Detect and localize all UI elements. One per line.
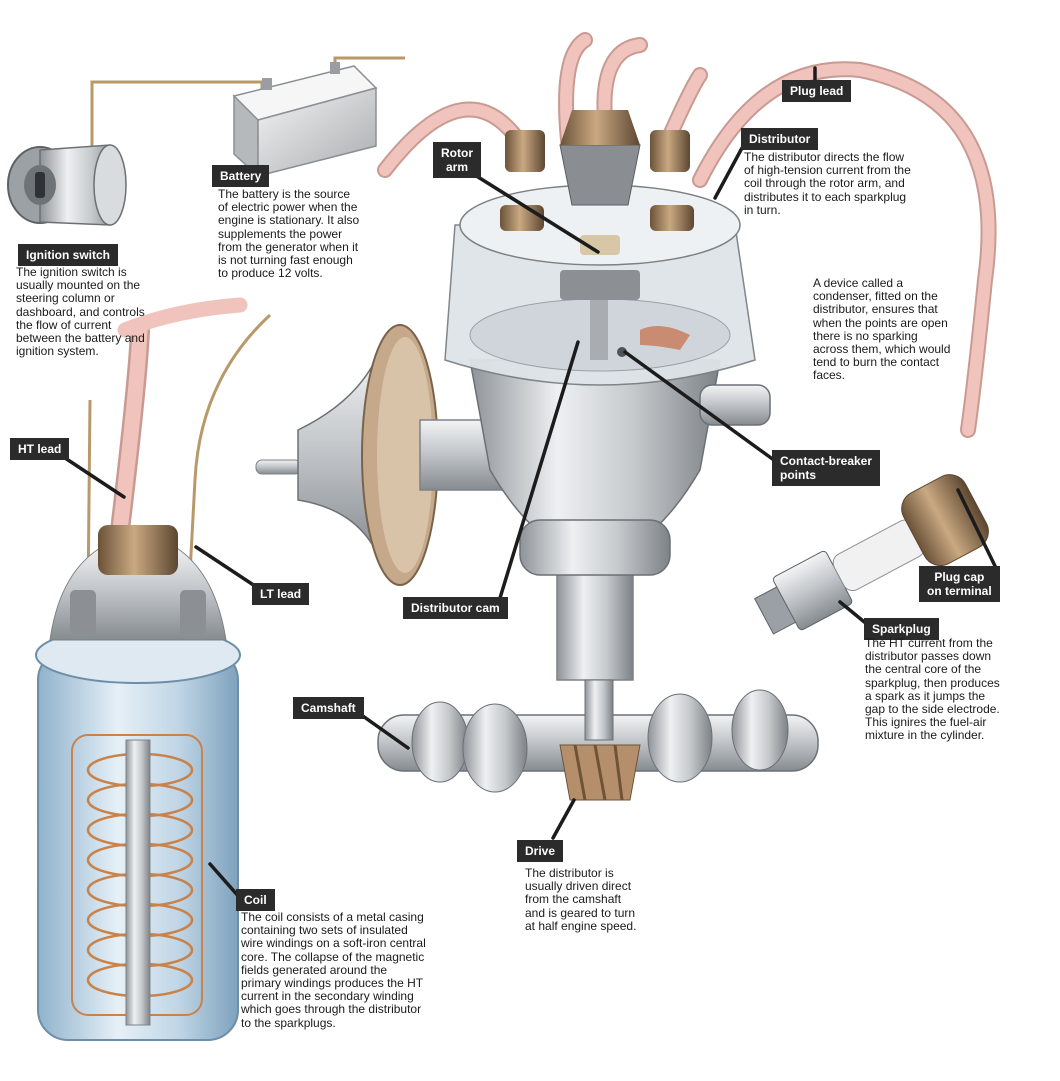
plug-cap-label: Plug cap on terminal bbox=[919, 566, 1000, 602]
leader-distributor-cam bbox=[498, 340, 580, 600]
distributor-cam-label: Distributor cam bbox=[403, 597, 508, 619]
battery-label: Battery bbox=[212, 165, 270, 187]
plug-lead-label: Plug lead bbox=[782, 80, 852, 102]
coil-description: The coil consists of a metal casing cont… bbox=[241, 910, 426, 1030]
sparkplug-drawing bbox=[753, 474, 989, 635]
ignition-switch-description: The ignition switch is usually mounted o… bbox=[16, 265, 145, 359]
ht-lead-label: HT lead bbox=[10, 438, 70, 460]
drive-label: Drive bbox=[517, 840, 564, 862]
sparkplug-description: The HT current from the distributor pass… bbox=[865, 636, 1000, 743]
leader-coil bbox=[208, 862, 242, 900]
drive-description: The distributor is usually driven direct… bbox=[525, 866, 637, 933]
ignition-switch-label: Ignition switch bbox=[18, 244, 118, 266]
rotor-arm-label: Rotor arm bbox=[433, 142, 481, 178]
sparkplug-label: Sparkplug bbox=[864, 618, 939, 640]
coil-drawing bbox=[35, 297, 272, 1041]
leader-camshaft bbox=[358, 712, 410, 750]
leader-lines bbox=[60, 66, 998, 900]
leader-sparkplug bbox=[838, 600, 870, 627]
coil-label: Coil bbox=[236, 889, 275, 911]
leader-plug-cap bbox=[956, 488, 998, 570]
lt-lead-label: LT lead bbox=[252, 583, 310, 605]
camshaft-label: Camshaft bbox=[293, 697, 364, 719]
camshaft-drawing bbox=[377, 679, 819, 801]
condenser-note: A device called a condenser, fitted on t… bbox=[813, 276, 951, 383]
leader-lt-lead bbox=[194, 545, 260, 590]
leader-drive bbox=[551, 798, 576, 840]
distributor-label: Distributor bbox=[741, 128, 819, 150]
leader-distributor bbox=[713, 146, 744, 200]
leader-ht-lead bbox=[60, 454, 126, 499]
battery-drawing bbox=[232, 62, 378, 178]
contact-breaker-label: Contact-breaker points bbox=[772, 450, 881, 486]
distributor-description: The distributor directs the flow of high… bbox=[744, 150, 911, 217]
battery-description: The battery is the source of electric po… bbox=[218, 187, 360, 281]
leader-contact-breaker bbox=[623, 350, 780, 465]
leader-rotor-arm bbox=[468, 170, 600, 254]
distributor-drawing bbox=[255, 110, 771, 681]
ignition-switch-drawing bbox=[7, 144, 127, 226]
